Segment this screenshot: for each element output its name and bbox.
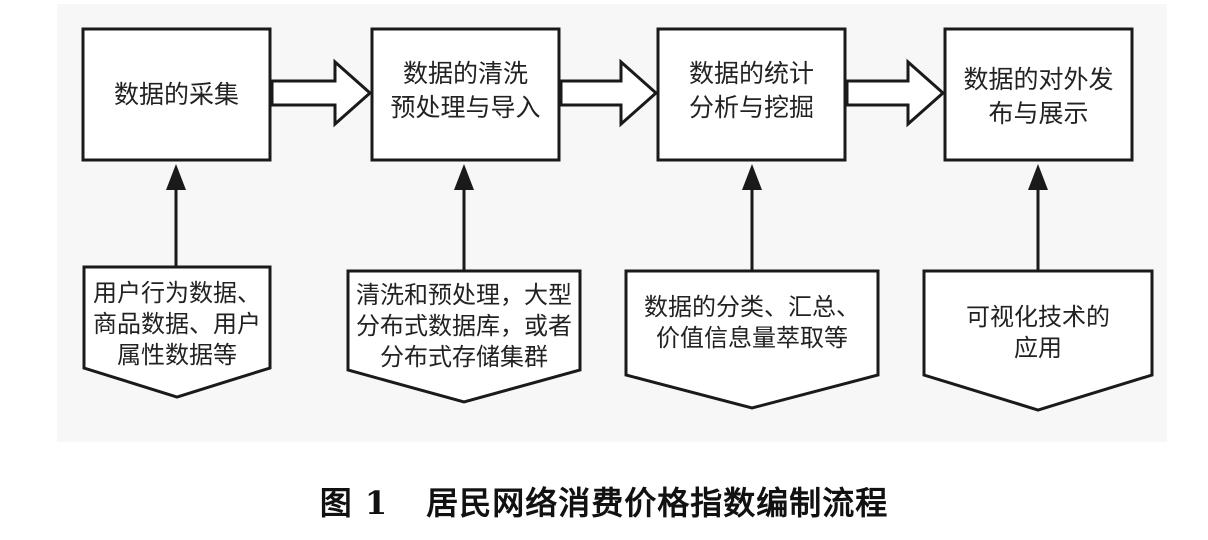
source-shape-3 xyxy=(624,269,880,410)
up-arrow-1 xyxy=(166,164,186,266)
block-arrow-2-to-3 xyxy=(559,58,659,128)
stage-label-clean: 数据的清洗 预处理与导入 xyxy=(390,59,541,122)
stage-label-collect: 数据的采集 xyxy=(113,79,239,109)
source-label-3: 数据的分类、汇总、 价值信息量萃取等 xyxy=(644,293,860,352)
stage-label-analyze: 数据的统计 分析与挖掘 xyxy=(688,59,814,122)
source-label-1: 用户行为数据、 商品数据、用户 属性数据等 xyxy=(93,278,261,369)
figure-title: 居民网络消费价格指数编制流程 xyxy=(426,484,889,522)
source-shape-1 xyxy=(82,265,272,399)
up-arrow-4 xyxy=(1028,164,1048,270)
stage-label-publish: 数据的对外发 布与展示 xyxy=(963,65,1114,128)
up-arrow-2 xyxy=(454,164,474,270)
stage-box-3 xyxy=(656,27,847,162)
block-arrow-1-to-2 xyxy=(270,58,373,128)
figure-number: 图 1 xyxy=(319,484,389,522)
source-shape-4 xyxy=(922,269,1154,412)
figure-caption: 图 1 居民网络消费价格指数编制流程 xyxy=(0,478,1208,524)
source-label-2: 清洗和预处理，大型 分布式数据库，或者 分布式存储集群 xyxy=(356,280,572,371)
up-arrow-3 xyxy=(742,164,762,270)
stage-box-1 xyxy=(81,27,272,162)
source-label-4: 可视化技术的 应用 xyxy=(966,303,1110,362)
stage-box-2 xyxy=(370,27,561,162)
block-arrow-3-to-4 xyxy=(845,58,946,128)
stage-box-4 xyxy=(943,27,1134,162)
source-shape-2 xyxy=(346,269,582,404)
